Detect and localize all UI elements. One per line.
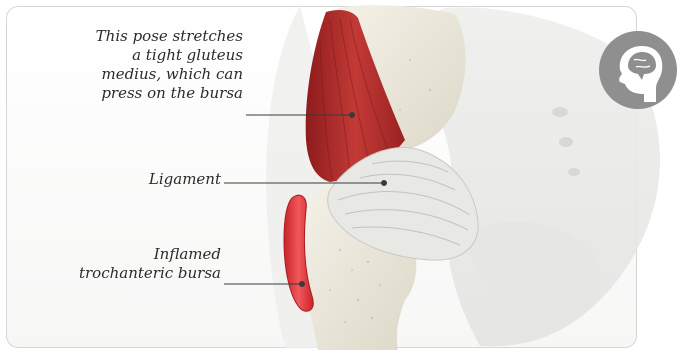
label-line: press on the bursa (23, 84, 243, 103)
label-line: Inflamed (79, 245, 221, 264)
brain-head-profile-icon (598, 30, 681, 110)
leader-dot-bursa (300, 282, 305, 287)
label-gluteus-medius: This pose stretches a tight gluteus medi… (23, 27, 243, 103)
label-line: medius, which can (23, 65, 243, 84)
label-line: This pose stretches (23, 27, 243, 46)
sacrum-hole (559, 137, 573, 147)
leader-dot-pose (350, 113, 355, 118)
label-line: Ligament (149, 170, 221, 189)
sacrum-hole (552, 107, 568, 117)
sacrum-hole (568, 168, 580, 176)
label-ligament: Ligament (149, 170, 221, 189)
label-line: a tight gluteus (23, 46, 243, 65)
leader-dot-ligament (382, 181, 387, 186)
label-bursa: Inflamed trochanteric bursa (79, 245, 221, 283)
label-line: trochanteric bursa (79, 264, 221, 283)
